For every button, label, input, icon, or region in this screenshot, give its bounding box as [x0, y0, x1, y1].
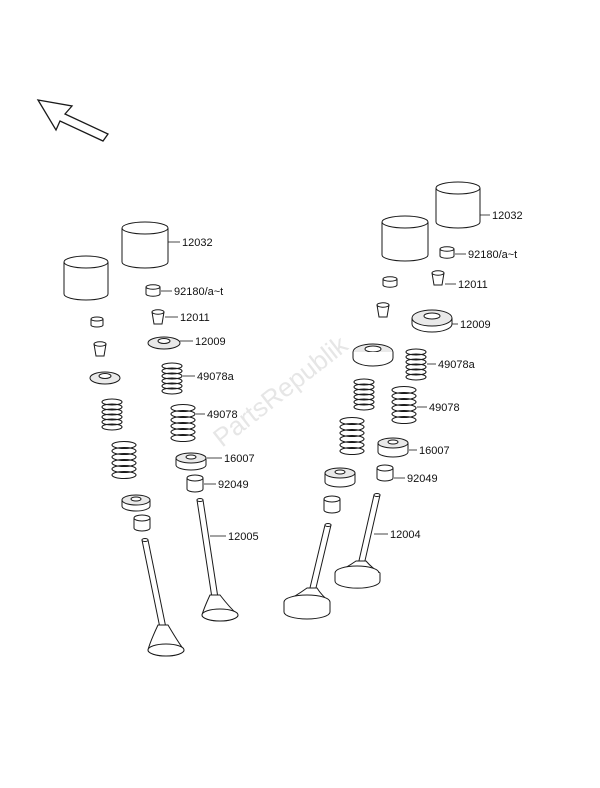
- label-keeper-left: 12011: [180, 312, 210, 324]
- spring-seat-left-back: [121, 494, 151, 512]
- label-retainer-left: 12009: [195, 336, 226, 348]
- inner-spring-right-front: [405, 348, 427, 381]
- bucket-tappet-left-front: [121, 221, 169, 269]
- bucket-tappet-right-front: [435, 181, 481, 229]
- label-inner-spring-right: 49078a: [438, 359, 476, 371]
- spring-seat-right-back: [324, 467, 356, 488]
- retainer-right-back: [352, 343, 394, 367]
- outer-spring-left-back: [111, 440, 137, 480]
- shim-left-back: [90, 316, 104, 328]
- watermark: PartsRepublik: [207, 329, 354, 453]
- keeper-left-front: [151, 309, 165, 325]
- exhaust-valve: [196, 498, 239, 622]
- retainer-right-front: [411, 309, 453, 333]
- label-outer-spring-right: 49078: [429, 402, 460, 414]
- label-inner-spring-left: 49078a: [197, 371, 235, 383]
- label-spring-seat-left: 16007: [224, 453, 255, 465]
- label-bucket-left: 12032: [182, 237, 213, 249]
- valve-right-back: [283, 523, 332, 620]
- label-intake-valve: 12004: [390, 529, 421, 541]
- stem-seal-left-back: [133, 514, 151, 532]
- shim-right-front: [439, 246, 455, 259]
- stem-seal-right-back: [323, 495, 341, 514]
- label-spring-seat-right: 16007: [419, 445, 450, 457]
- stem-seal-left-front: [186, 474, 204, 493]
- intake-valve: [334, 493, 381, 589]
- label-keeper-right: 12011: [458, 279, 488, 291]
- label-exhaust-valve: 12005: [228, 531, 259, 543]
- bucket-tappet-left-back: [63, 255, 109, 301]
- outer-spring-right-back: [339, 416, 365, 456]
- bucket-tappet-right-back: [381, 215, 429, 262]
- label-bucket-right: 12032: [492, 210, 523, 222]
- valve-left-back: [141, 538, 185, 657]
- inner-spring-right-back: [353, 378, 375, 411]
- retainer-left-front: [147, 336, 181, 350]
- label-retainer-right: 12009: [460, 319, 491, 331]
- retainer-left-back: [89, 371, 121, 385]
- label-outer-spring-left: 49078: [207, 409, 238, 421]
- front-direction-arrow-icon: [36, 99, 109, 142]
- label-stem-seal-left: 92049: [218, 479, 249, 491]
- keeper-right-back: [376, 302, 390, 318]
- label-stem-seal-right: 92049: [407, 473, 438, 485]
- inner-spring-left-front: [161, 362, 183, 395]
- label-shim-right: 92180/a~t: [468, 249, 517, 261]
- outer-spring-right-front: [391, 385, 417, 425]
- keeper-left-back: [93, 341, 107, 357]
- shim-right-back: [382, 276, 398, 288]
- spring-seat-right-front: [377, 437, 409, 458]
- spring-seat-left-front: [175, 452, 207, 471]
- outer-spring-left-front: [170, 403, 196, 443]
- stem-seal-right-front: [376, 464, 394, 482]
- shim-left-front: [145, 284, 161, 297]
- label-shim-left: 92180/a~t: [174, 286, 223, 298]
- inner-spring-left-back: [101, 398, 123, 431]
- keeper-right-front: [431, 270, 445, 286]
